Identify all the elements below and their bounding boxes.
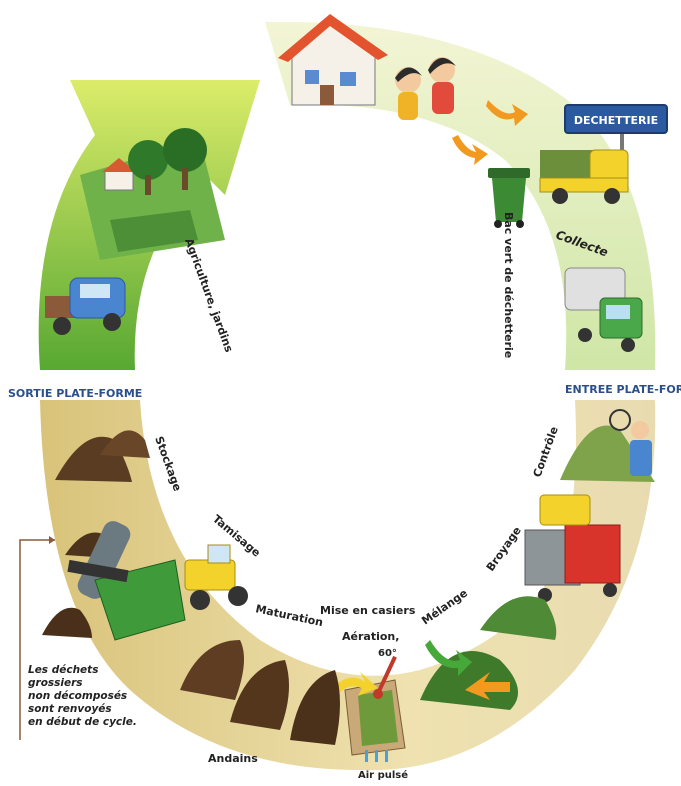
andains-piles (180, 640, 340, 745)
collection-truck-icon (564, 267, 643, 352)
loader-tractor-icon (184, 544, 248, 610)
note-line: Les déchets (28, 664, 99, 676)
note-line: grossiers (28, 677, 83, 689)
melange-label: Mélange (419, 587, 470, 628)
return-pile (42, 607, 92, 638)
screening-machine-illustration (67, 521, 186, 641)
blue-car-icon (45, 277, 126, 335)
mise-en-casiers-label: Mise en casiers (320, 604, 416, 617)
orange-arrow-right-icon (486, 100, 528, 126)
return-note: Les déchets grossiers non décomposés son… (28, 664, 148, 729)
air-pulse-label: Air pulsé (358, 769, 408, 781)
green-arrow-melange-icon (425, 640, 472, 676)
andains-label: Andains (208, 752, 258, 765)
orange-arrow-melange-icon (465, 672, 510, 700)
note-line: en début de cycle. (28, 716, 137, 728)
ring-upper-right-band (265, 21, 656, 370)
shredder-illustration (524, 494, 621, 602)
return-arrow-icon (49, 536, 55, 544)
farm-illustration (80, 128, 225, 260)
people-illustration (395, 57, 456, 120)
green-bin-icon (488, 168, 530, 228)
maturation-label: Maturation (254, 602, 324, 629)
air-pulse-icon (365, 750, 388, 762)
broyage-label: Broyage (484, 524, 524, 573)
house-illustration (278, 14, 388, 106)
bac-vert-label: Bac vert de déchetterie (502, 212, 515, 358)
stockage-label: Stockage (152, 435, 184, 493)
return-bracket-line (19, 539, 55, 740)
sortie-plateforme-label: SORTIE PLATE-FORME (8, 387, 142, 400)
orange-arrow-down-icon (452, 135, 488, 165)
broyage-pile (480, 596, 557, 640)
note-line: non décomposés (28, 690, 128, 702)
yellow-truck-icon (539, 149, 629, 204)
aeration-label: Aération, (342, 630, 399, 643)
entree-plateforme-label: ENTREE PLATE-FORME (565, 383, 681, 396)
controle-label: Contrôle (531, 425, 561, 479)
dechetterie-label: DECHETTERIE (574, 114, 658, 127)
note-line: sont renvoyés (28, 703, 112, 715)
agriculture-label: Agriculture, jardins (182, 237, 236, 355)
casier-bin-illustration (330, 655, 406, 756)
temperature-label: 60° (378, 648, 397, 659)
control-pile-illustration (560, 409, 655, 482)
